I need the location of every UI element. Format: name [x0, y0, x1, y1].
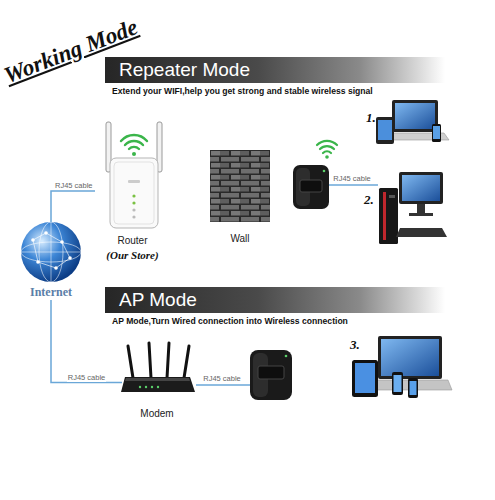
cable-label: RJ45 cable — [54, 181, 94, 190]
subtitle-text: AP Mode,Turn Wired connection into Wirel… — [112, 316, 348, 327]
mode-band: AP Mode — [105, 287, 445, 313]
mode-band: Repeater Mode — [105, 57, 445, 83]
node-text: (Our Store) — [106, 249, 158, 262]
access-point-picture — [250, 350, 292, 400]
internet-globe — [21, 222, 81, 282]
internet-node: Internet — [14, 222, 88, 300]
cable-wire — [329, 184, 378, 186]
node-text: Repeater Mode — [119, 58, 250, 82]
devices-picture — [352, 336, 452, 398]
node-text: Internet — [30, 285, 72, 299]
node-text: 3. — [350, 337, 360, 352]
cable-connector — [51, 191, 95, 222]
cable-label: RJ45 cable — [202, 374, 242, 383]
node-text: Modem — [140, 408, 173, 420]
node-text: AP Mode — [119, 288, 197, 312]
wall-node: Wall — [205, 145, 275, 250]
node-text: 2. — [364, 192, 374, 207]
node-text: Wall — [230, 233, 249, 245]
brick-wall — [210, 150, 270, 222]
cable-label: RJ45 cable — [332, 174, 372, 183]
wifi-signal — [121, 135, 147, 156]
device-node: 3. — [345, 330, 453, 425]
device-node: 2. — [362, 168, 446, 250]
wifi-signal — [317, 141, 337, 159]
repeater-picture — [293, 165, 329, 209]
node-text: Router — [117, 235, 147, 247]
modem-picture — [121, 343, 195, 392]
router-picture — [106, 122, 162, 228]
cable-label: RJ45 cable — [67, 373, 107, 382]
desktop-picture — [379, 172, 447, 244]
node-text: 1. — [366, 110, 376, 125]
laptop-picture — [376, 100, 449, 144]
modem-node: Modem — [122, 340, 192, 425]
device-node: 1. — [362, 96, 446, 154]
subtitle-text: Extend your WIFI,help you get strong and… — [112, 86, 373, 97]
router-node: Router (Our Store) — [95, 118, 170, 264]
cable-wire — [196, 384, 250, 386]
